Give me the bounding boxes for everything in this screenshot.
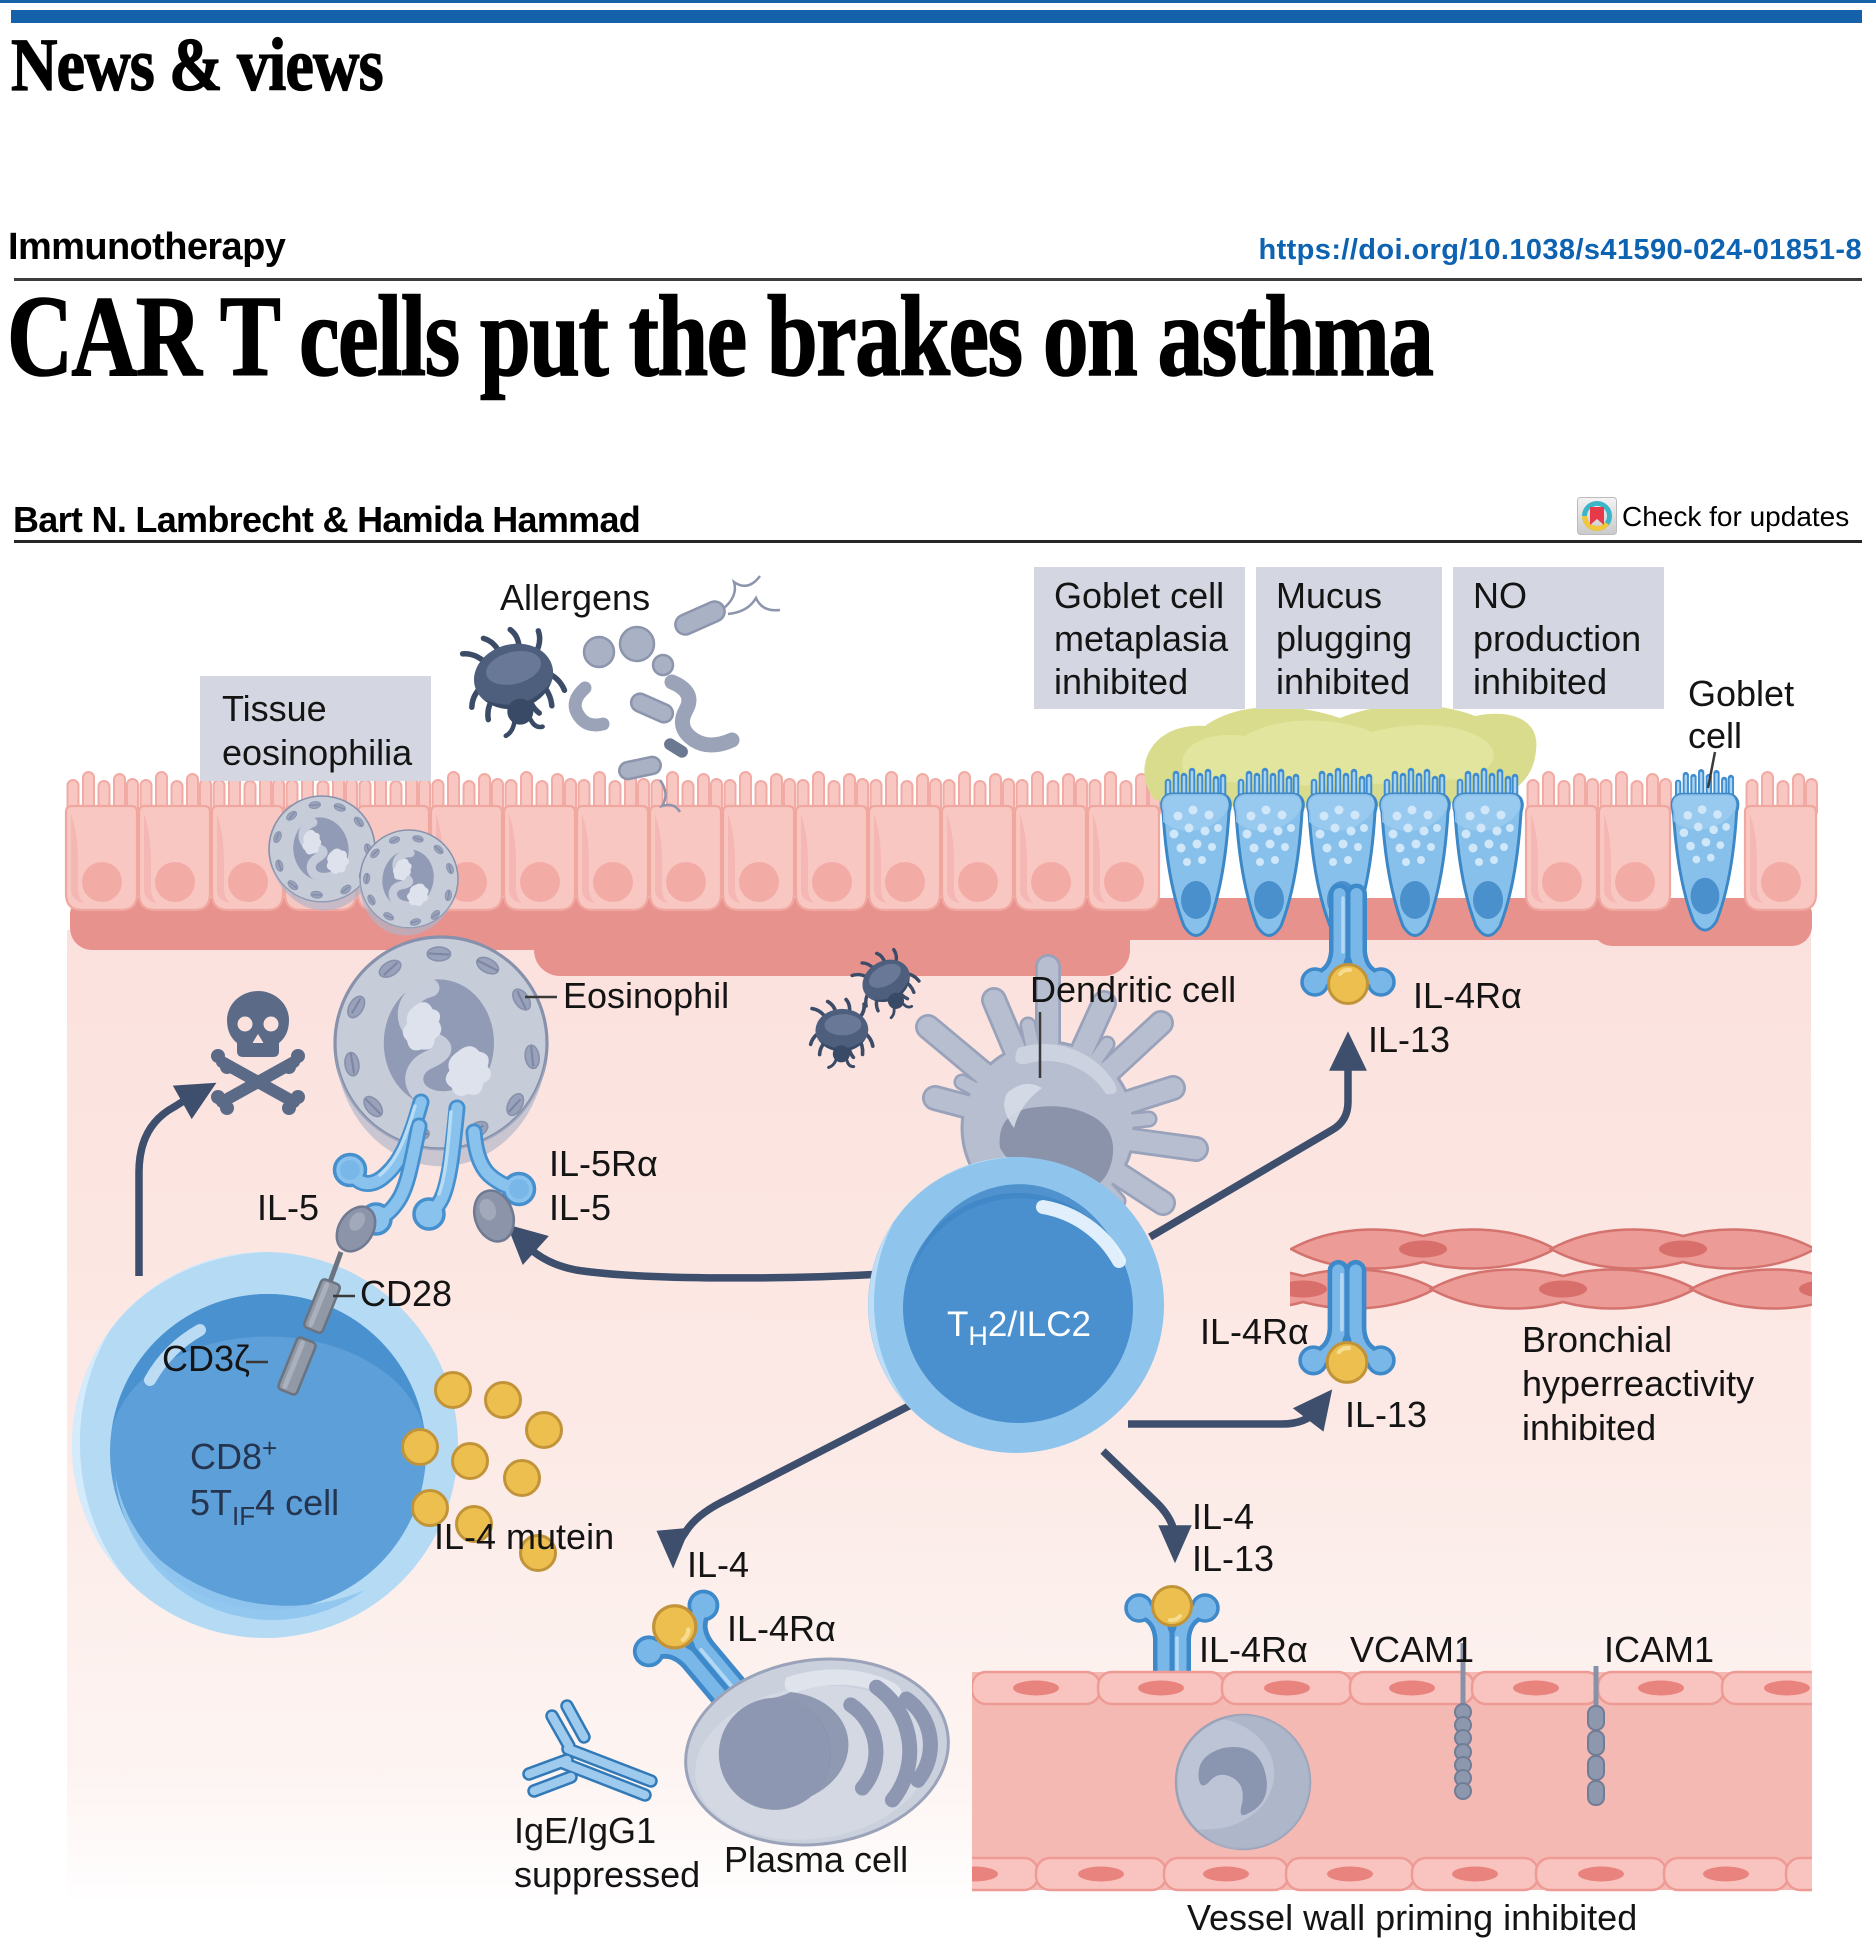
svg-text:Vessel wall priming inhibited: Vessel wall priming inhibited [1187,1897,1637,1938]
svg-text:metaplasia: metaplasia [1054,618,1229,659]
svg-text:IL-4Rα: IL-4Rα [1200,1311,1309,1352]
svg-text:eosinophilia: eosinophilia [222,732,413,773]
svg-text:IL-5: IL-5 [257,1187,319,1228]
svg-text:production: production [1473,618,1641,659]
svg-text:IL-13: IL-13 [1192,1538,1274,1579]
svg-text:IL-13: IL-13 [1368,1019,1450,1060]
svg-text:hyperreactivity: hyperreactivity [1522,1363,1754,1404]
svg-text:Mucus: Mucus [1276,575,1382,616]
svg-text:IL-4 mutein: IL-4 mutein [434,1516,614,1557]
svg-text:Plasma cell: Plasma cell [724,1839,908,1880]
svg-text:Goblet cell: Goblet cell [1054,575,1224,616]
svg-text:IL-5Rα: IL-5Rα [549,1143,658,1184]
svg-text:IL-5: IL-5 [549,1187,611,1228]
svg-text:IL-4Rα: IL-4Rα [727,1608,836,1649]
svg-text:inhibited: inhibited [1054,661,1188,702]
svg-text:NO: NO [1473,575,1527,616]
svg-text:IL-4: IL-4 [687,1544,749,1585]
svg-text:cell: cell [1688,715,1742,756]
svg-text:IL-4Rα: IL-4Rα [1413,975,1522,1016]
svg-text:Allergens: Allergens [500,577,650,618]
svg-text:VCAM1: VCAM1 [1350,1629,1474,1670]
svg-text:5TIF4 cell: 5TIF4 cell [190,1482,339,1531]
svg-text:Dendritic cell: Dendritic cell [1030,969,1236,1010]
svg-text:inhibited: inhibited [1276,661,1410,702]
svg-text:plugging: plugging [1276,618,1412,659]
svg-text:IL-13: IL-13 [1345,1394,1427,1435]
svg-text:inhibited: inhibited [1473,661,1607,702]
svg-text:CD3ζ: CD3ζ [162,1338,250,1379]
svg-text:suppressed: suppressed [514,1854,700,1895]
svg-text:IL-4: IL-4 [1192,1496,1254,1537]
svg-text:ICAM1: ICAM1 [1604,1629,1714,1670]
svg-text:IgE/IgG1: IgE/IgG1 [514,1810,656,1851]
svg-text:Eosinophil: Eosinophil [563,975,729,1016]
svg-text:IL-4Rα: IL-4Rα [1199,1629,1308,1670]
svg-text:Tissue: Tissue [222,688,327,729]
svg-text:CD28: CD28 [360,1273,452,1314]
svg-text:Goblet: Goblet [1688,673,1794,714]
svg-text:Bronchial: Bronchial [1522,1319,1672,1360]
svg-text:inhibited: inhibited [1522,1407,1656,1448]
